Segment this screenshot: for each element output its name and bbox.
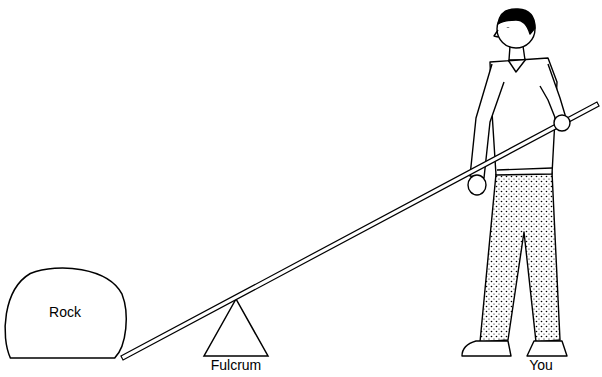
part-label: You — [529, 358, 553, 373]
hand — [554, 115, 570, 131]
person-figure — [462, 9, 567, 356]
lever-bar — [121, 102, 599, 360]
rock-shape: Rock — [3, 266, 127, 360]
rock-outline — [5, 268, 126, 358]
part-label: Fulcrum — [211, 358, 262, 373]
lever-bar — [121, 102, 599, 360]
node-label: Rock — [49, 305, 81, 320]
